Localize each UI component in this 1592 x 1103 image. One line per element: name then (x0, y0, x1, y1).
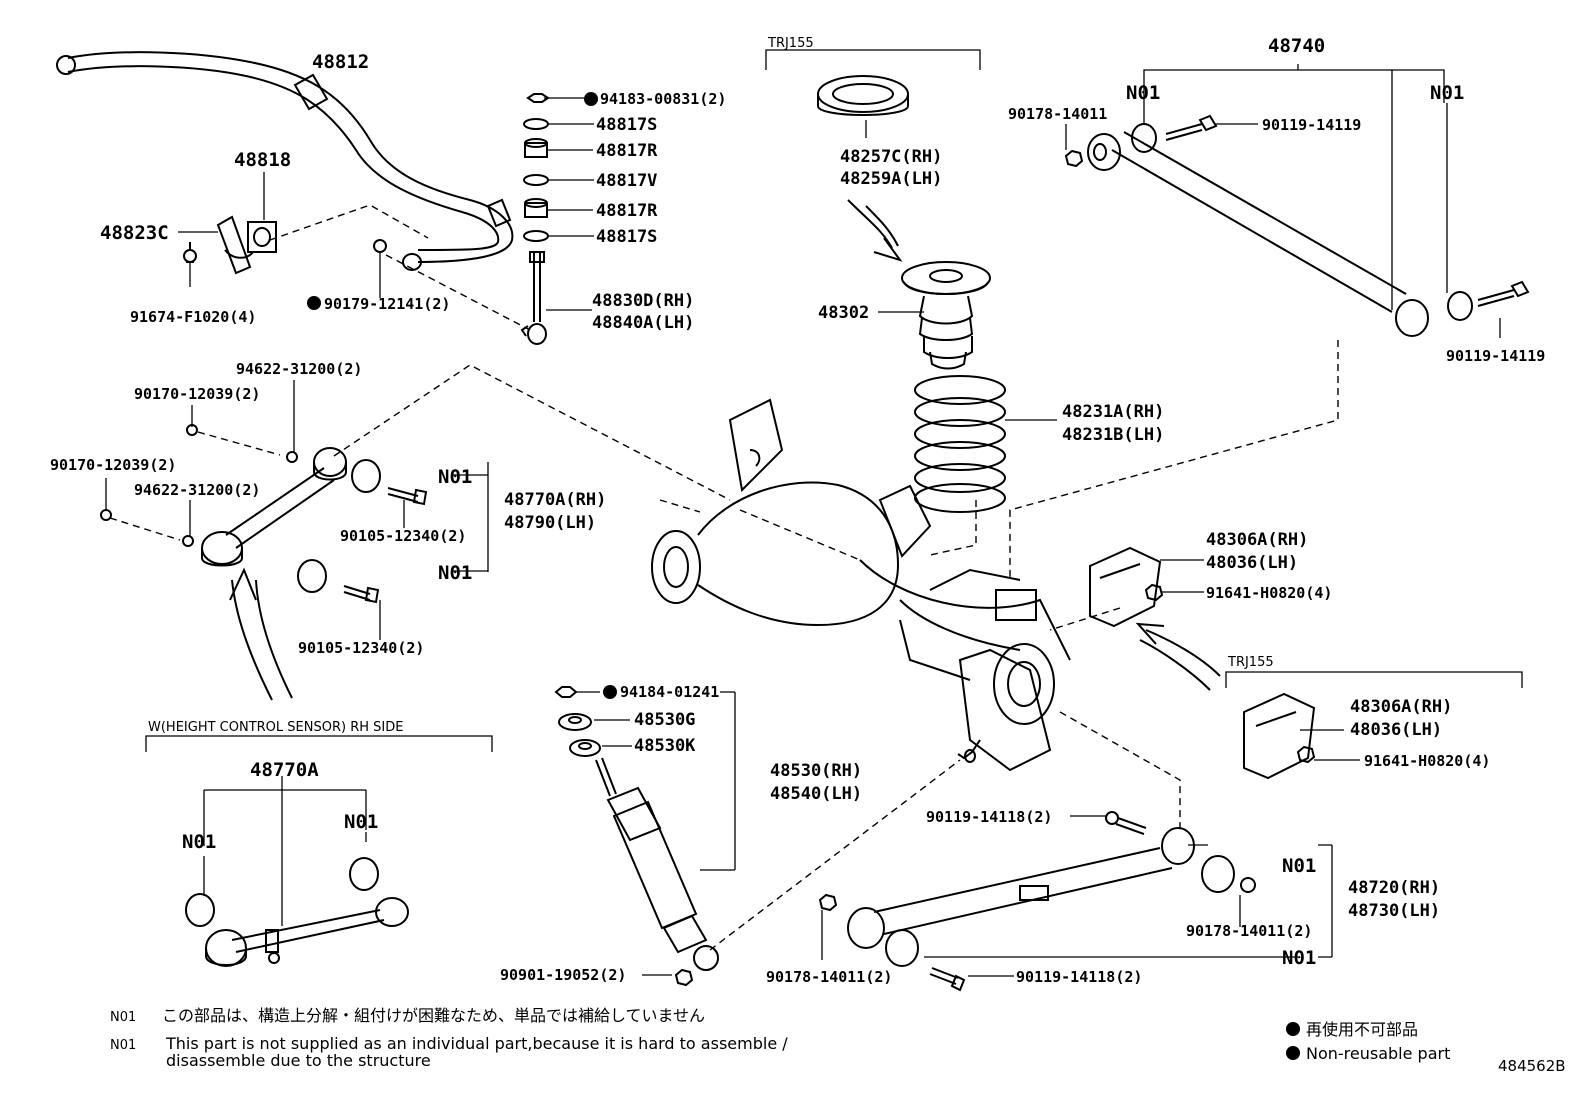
figure-id: 484562B (1498, 1057, 1566, 1075)
label-48036-top: 48036(LH) (1206, 553, 1298, 573)
note-jp: この部品は、構造上分解・組付けが困難なため、単品では補給していません (162, 1006, 705, 1025)
label-48530g: 48530G (634, 710, 695, 730)
note-code-en: N01 (110, 1038, 136, 1053)
label-48720: 48720(RH) (1348, 878, 1440, 898)
bump-stopper (901, 261, 991, 370)
label-94184: 94184-01241 (620, 683, 719, 701)
legend-en: Non-reusable part (1306, 1044, 1450, 1063)
spring-seat (817, 75, 909, 116)
label-90105-b: 90105-12340(2) (298, 639, 424, 657)
label-94622-b: 94622-31200(2) (134, 481, 260, 499)
label-90178-top: 90178-14011 (1008, 105, 1107, 123)
label-90170-a: 90170-12039(2) (134, 385, 260, 403)
label-n01-b: N01 (1430, 82, 1464, 104)
stabilizer-link-stack (520, 93, 550, 345)
legend-jp: 再使用不可部品 (1306, 1020, 1418, 1039)
axle-housing (651, 398, 1071, 772)
label-n01-e: N01 (182, 831, 216, 853)
label-90119-top: 90119-14119 (1262, 116, 1361, 134)
lateral-rod (100, 424, 428, 604)
label-94183: 94183-00831(2) (600, 90, 726, 108)
label-48840a: 48840A(LH) (592, 313, 694, 333)
label-n01-a: N01 (1126, 82, 1160, 104)
label-90105-a: 90105-12340(2) (340, 527, 466, 545)
label-48036-bot: 48036(LH) (1350, 720, 1442, 740)
legend-bullet-en (1286, 1046, 1300, 1060)
label-48823c: 48823C (100, 222, 169, 244)
group-label-height-sensor: W(HEIGHT CONTROL SENSOR) RH SIDE (148, 720, 403, 735)
stabilizer-bar (56, 51, 514, 271)
label-48812: 48812 (312, 51, 369, 73)
label-48818: 48818 (234, 149, 291, 171)
label-48817s-b: 48817S (596, 227, 657, 247)
label-91674: 91674-F1020(4) (130, 308, 256, 326)
seat-arrow (847, 199, 893, 249)
label-48830d: 48830D(RH) (592, 291, 694, 311)
shock-absorber (554, 686, 719, 987)
label-n01-d: N01 (438, 562, 472, 584)
label-48540-lh: 48540(LH) (770, 784, 862, 804)
footnotes: N01 この部品は、構造上分解・組付けが困難なため、単品では補給していません N… (110, 1006, 788, 1070)
axle-bumper-bottom (1243, 692, 1316, 780)
axle-bumper-top (1089, 546, 1164, 628)
coil-spring (914, 375, 1006, 513)
label-n01-g: N01 (1282, 855, 1316, 877)
lower-control-arm (818, 811, 1256, 992)
non-reusable-mark-90179 (307, 296, 321, 310)
note-en-line1: This part is not supplied as an individu… (165, 1034, 788, 1053)
label-48530k: 48530K (634, 736, 696, 756)
label-48730: 48730(LH) (1348, 901, 1440, 921)
label-48770a-rh: 48770A(RH) (504, 490, 606, 510)
label-48770a: 48770A (250, 759, 319, 781)
stabilizer-bushing-bracket (183, 215, 387, 275)
label-90119-right: 90119-14119 (1446, 347, 1545, 365)
non-reusable-mark-94183 (584, 92, 598, 106)
label-48817r-b: 48817R (596, 201, 658, 221)
label-48259a: 48259A(LH) (840, 169, 942, 189)
note-code-jp: N01 (110, 1010, 136, 1025)
label-48231a: 48231A(RH) (1062, 402, 1164, 422)
label-48790-lh: 48790(LH) (504, 513, 596, 533)
note-en-line2: disassemble due to the structure (166, 1051, 431, 1070)
legend-bullet-jp (1286, 1022, 1300, 1036)
label-90178-b: 90178-14011(2) (1186, 922, 1312, 940)
label-91641-top: 91641-H0820(4) (1206, 584, 1332, 602)
label-48302: 48302 (818, 303, 869, 323)
label-48306a-top: 48306A(RH) (1206, 530, 1308, 550)
label-90119-14118-b: 90119-14118(2) (1016, 968, 1142, 986)
group-label-trj155-right: TRJ155 (1227, 655, 1274, 670)
height-sensor-rod (185, 857, 409, 967)
group-brackets (145, 49, 1523, 958)
label-48817v: 48817V (596, 171, 657, 191)
label-90179: 90179-12141(2) (324, 295, 450, 313)
label-48817s-a: 48817S (596, 115, 657, 135)
label-48231b: 48231B(LH) (1062, 425, 1164, 445)
label-48530-rh: 48530(RH) (770, 761, 862, 781)
label-n01-c: N01 (438, 466, 472, 488)
label-90901: 90901-19052(2) (500, 966, 626, 984)
label-94622-a: 94622-31200(2) (236, 360, 362, 378)
non-reusable-mark-94184 (603, 685, 617, 699)
upper-control-arm (1064, 114, 1530, 337)
group-label-trj155-top: TRJ155 (767, 36, 814, 51)
label-48257c: 48257C(RH) (840, 147, 942, 167)
label-n01-h: N01 (1282, 947, 1316, 969)
label-91641-bot: 91641-H0820(4) (1364, 752, 1490, 770)
label-48740: 48740 (1268, 35, 1325, 57)
part-labels: TRJ155 TRJ155 W(HEIGHT CONTROL SENSOR) R… (50, 35, 1545, 986)
leader-lines (105, 97, 1501, 977)
assembly-dashed-lines (109, 204, 1339, 951)
legend: 再使用不可部品 Non-reusable part (1286, 1020, 1450, 1063)
label-90178-c: 90178-14011(2) (766, 968, 892, 986)
label-90119-14118-a: 90119-14118(2) (926, 808, 1052, 826)
label-48817r-a: 48817R (596, 141, 658, 161)
label-90170-b: 90170-12039(2) (50, 456, 176, 474)
bumper-arrow (1139, 629, 1221, 691)
label-48306a-bot: 48306A(RH) (1350, 697, 1452, 717)
label-n01-f: N01 (344, 811, 378, 833)
sensor-arrow (231, 579, 293, 701)
